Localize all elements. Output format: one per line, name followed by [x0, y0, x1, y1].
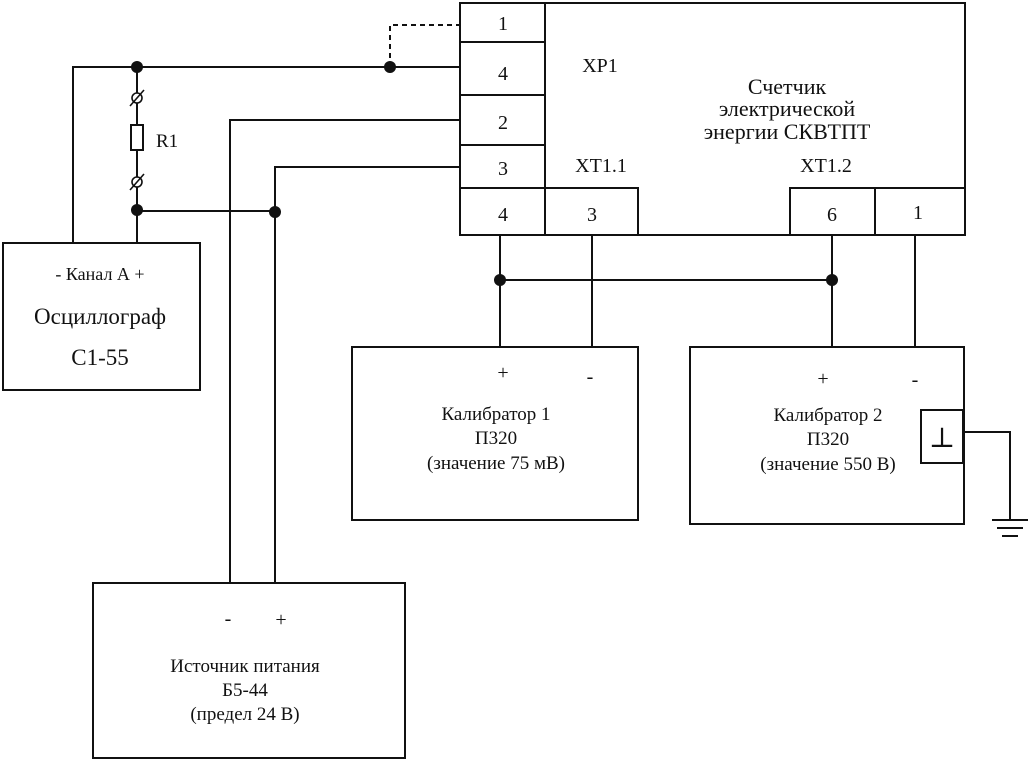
xt11-label: XT1.1	[575, 155, 627, 177]
xt11-connector	[459, 187, 639, 236]
ground-terminal-symbol: ⊥	[929, 423, 955, 454]
power-supply-model: Б5-44	[222, 680, 268, 701]
calibrator2-value: (значение 550 В)	[760, 454, 895, 475]
terminal-icon	[129, 89, 145, 107]
meter-title-line3: энергии СКВТПТ	[704, 119, 871, 144]
junction-dot	[494, 274, 506, 286]
wire-xp1-3-to-ps-plus	[274, 166, 460, 583]
wire-osc-minus-to-xp1-4	[72, 66, 460, 243]
power-supply-plus: +	[275, 609, 286, 631]
resistor-label: R1	[156, 131, 178, 152]
calibrator2-minus: -	[912, 369, 919, 391]
calibrator1-minus: -	[587, 366, 594, 388]
oscilloscope-channel-label: - Канал А +	[55, 264, 144, 284]
calibrator1-value: (значение 75 мВ)	[427, 453, 565, 474]
xp1-pin-3: 3	[498, 158, 508, 180]
meter-title-line1: Счетчик	[748, 74, 827, 99]
xt12-pin-6: 6	[827, 204, 837, 226]
calibrator1-block	[351, 346, 639, 521]
calibrator2-block	[689, 346, 965, 525]
xt12-pin-1: 1	[913, 202, 923, 224]
calibrator2-plus: +	[817, 368, 828, 390]
power-supply-minus: -	[225, 608, 232, 630]
junction-dot	[826, 274, 838, 286]
power-supply-block	[92, 582, 406, 759]
xt11-pin-3: 3	[587, 204, 597, 226]
junction-dot	[131, 204, 143, 216]
junction-dot	[384, 61, 396, 73]
xt12-connector	[789, 187, 966, 236]
xt12-label: XT1.2	[800, 155, 852, 177]
earth-ground-icon	[992, 519, 1028, 537]
junction-dot	[131, 61, 143, 73]
power-supply-limit: (предел 24 В)	[190, 704, 299, 725]
xp1-label: XP1	[582, 55, 618, 77]
oscilloscope-block	[2, 242, 201, 391]
xp1-pin-4: 4	[498, 63, 508, 85]
resistor-r1	[130, 124, 144, 151]
oscilloscope-model: С1-55	[71, 345, 129, 370]
calibrator2-model: П320	[807, 429, 849, 450]
calibrator1-title: Калибратор 1	[441, 404, 550, 425]
dashed-jumper-xp1	[389, 24, 460, 67]
xt11-pin-4: 4	[498, 204, 508, 226]
oscilloscope-name: Осциллограф	[34, 304, 166, 329]
terminal-icon	[129, 173, 145, 191]
ground-terminal	[920, 409, 964, 464]
ground-wire	[963, 431, 1011, 520]
junction-dot	[269, 206, 281, 218]
xp1-pin-1: 1	[498, 13, 508, 35]
calibrator1-model: П320	[475, 428, 517, 449]
calibrator2-title: Калибратор 2	[773, 405, 882, 426]
xp1-pin-2: 2	[498, 112, 508, 134]
calibrator1-plus: +	[497, 362, 508, 384]
meter-title-line2: электрической	[719, 96, 856, 121]
wire-xp1-2-to-ps-minus	[229, 119, 460, 583]
power-supply-title: Источник питания	[170, 656, 320, 677]
